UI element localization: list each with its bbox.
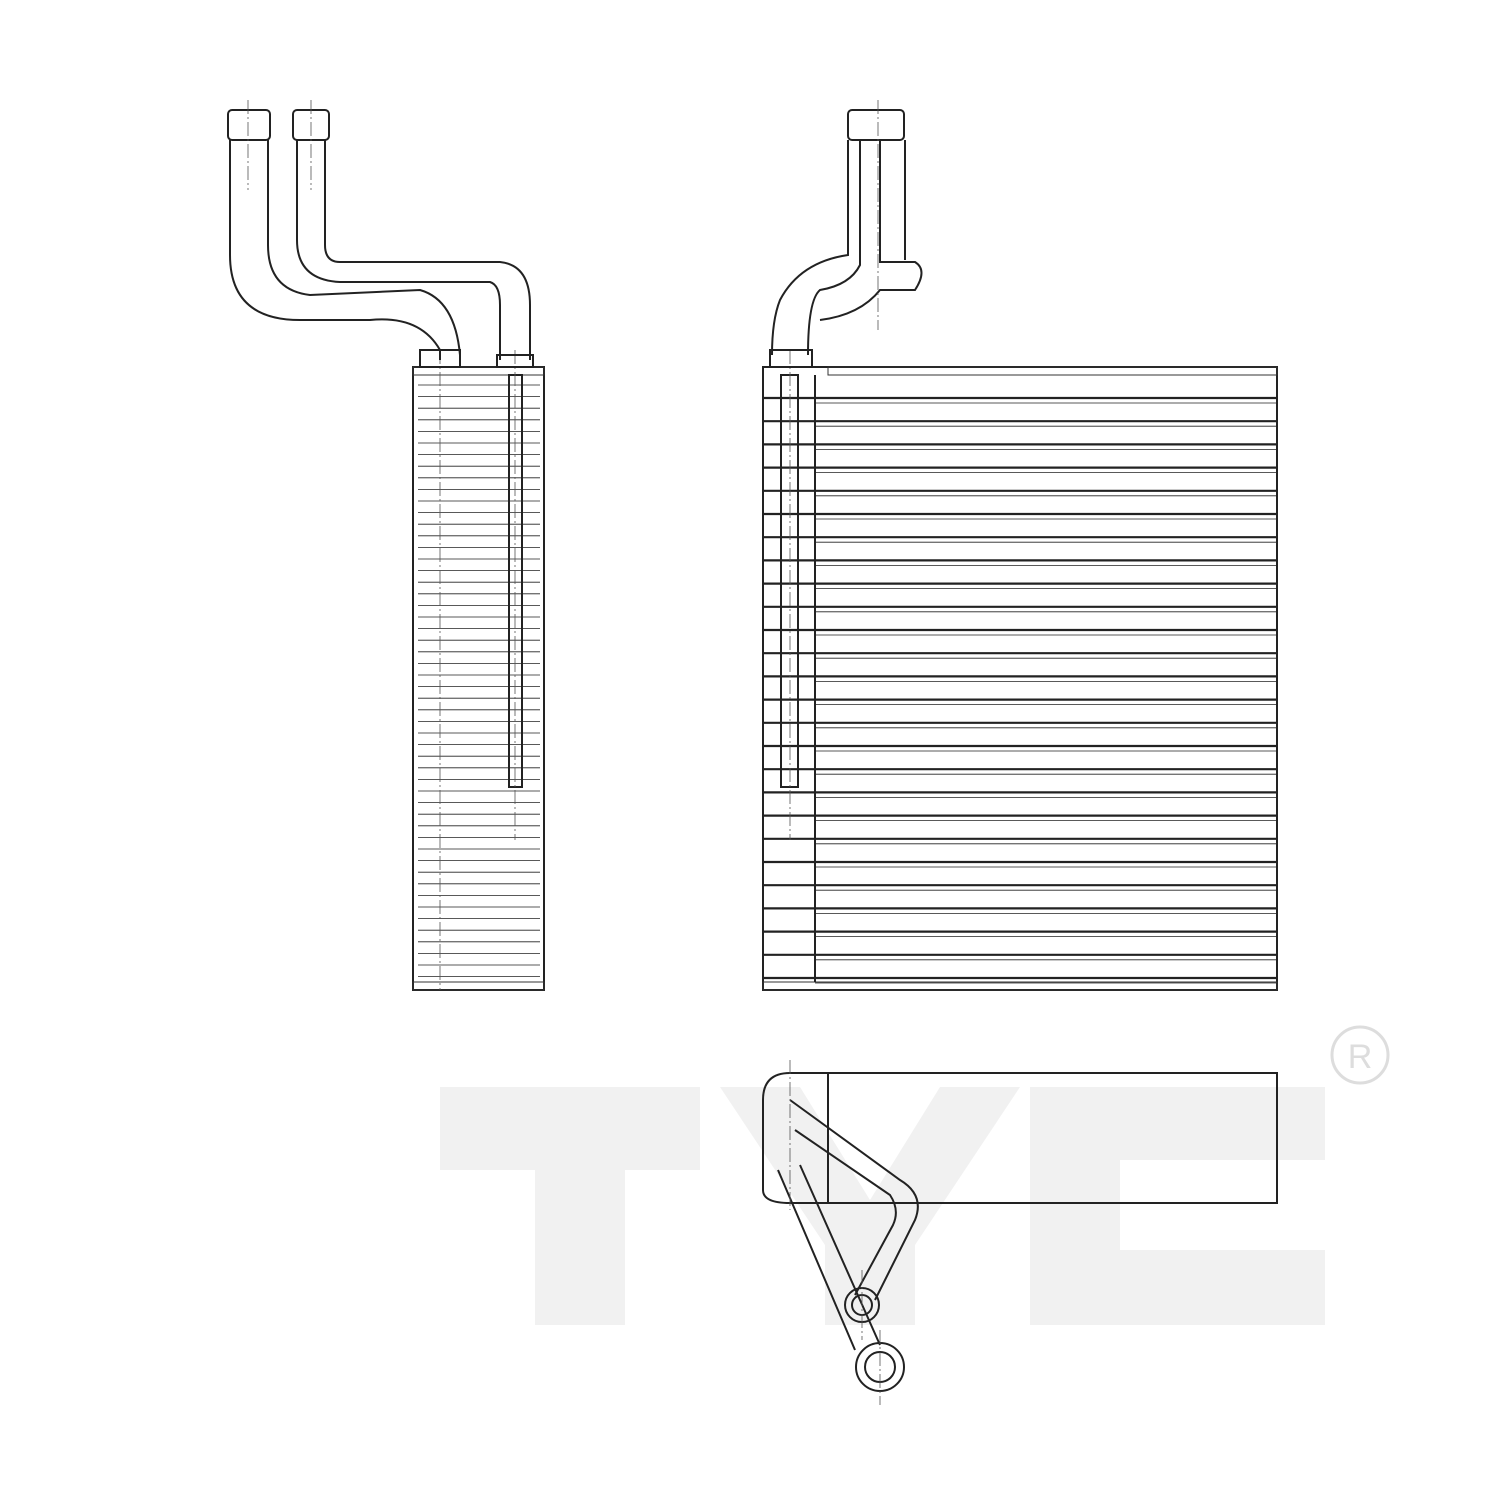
svg-text:R: R [1348, 1038, 1373, 1076]
registered-mark-icon [1330, 1025, 1390, 1085]
side-view [227, 100, 545, 991]
front-view [762, 100, 1278, 991]
top-view [762, 1060, 1278, 1405]
tyc-watermark-logo: R [440, 1025, 1390, 1325]
